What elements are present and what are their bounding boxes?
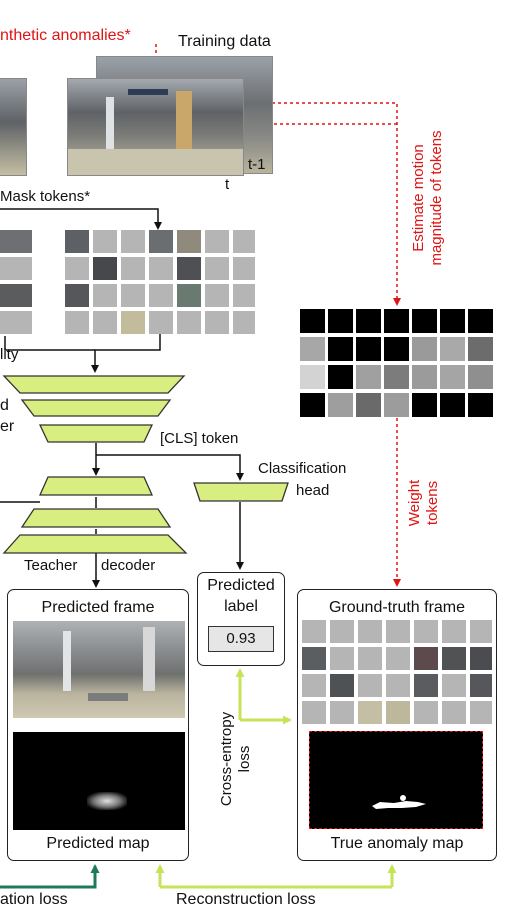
predicted-label-value: 0.93 [226,630,256,647]
classification-head [193,482,289,502]
cross-entropy-label: Cross-entropy loss [218,711,253,807]
estimate-motion-label: Estimate motion magnitude of tokens [410,130,445,266]
distillation-loss-arrow [0,864,100,889]
weight-tokens-label: Weight tokens [406,479,441,527]
predicted-map-image [13,732,185,830]
cls-token-arrow [96,454,244,481]
training-frame-left [0,78,27,176]
cls-token-label: [CLS] token [160,430,239,447]
ground-truth-frame-title: Ground-truth frame [328,599,466,616]
mask-tokens-arrow [0,208,162,230]
training-data-label: Training data [178,33,271,50]
training-frame-front [67,78,244,176]
student-encoder [2,375,186,443]
predicted-frame-title: Predicted frame [41,599,155,616]
teacher-decoder-label-1: Teacher [24,557,78,574]
true-anomaly-map-label: True anomaly map [330,835,464,852]
encoder-label-fragment-1: d [0,397,9,414]
synthetic-anomalies-label: nthetic anomalies* [0,27,131,44]
distillation-loss-label: ation loss [0,891,68,908]
predicted-label-title-1: Predicted [207,577,275,594]
lity-label: lity [0,346,19,363]
ground-truth-frame-panel: Ground-truth frame [297,589,497,861]
ground-truth-token-grid [302,620,492,724]
masked-grid-left [0,230,32,334]
classification-head-label-2: head [296,482,330,499]
teacher-decoder-label-2: decoder [101,557,156,574]
anomaly-silhouette [372,795,426,809]
predicted-label-panel: Predicted label 0.93 [197,572,285,666]
predicted-map-label: Predicted map [46,835,150,852]
true-anomaly-map-image [309,731,483,829]
motion-magnitude-grid [300,309,493,417]
predicted-label-value-box: 0.93 [208,626,274,652]
t-label: t [225,176,230,193]
predicted-label-title-2: label [224,598,258,615]
motion-estimate-arrow [272,102,401,306]
masked-grid-right [65,230,255,334]
t-minus-1-label: t-1 [248,156,266,173]
predicted-frame-panel: Predicted frame Predicted map [7,589,189,861]
teacher-decoder [2,476,188,554]
encoder-label-fragment-2: er [0,418,15,435]
mask-tokens-label: Mask tokens* [0,188,91,205]
predicted-frame-image [13,621,185,718]
classification-head-label-1: Classification [258,460,347,477]
reconstruction-loss-label: Reconstruction loss [176,891,316,908]
